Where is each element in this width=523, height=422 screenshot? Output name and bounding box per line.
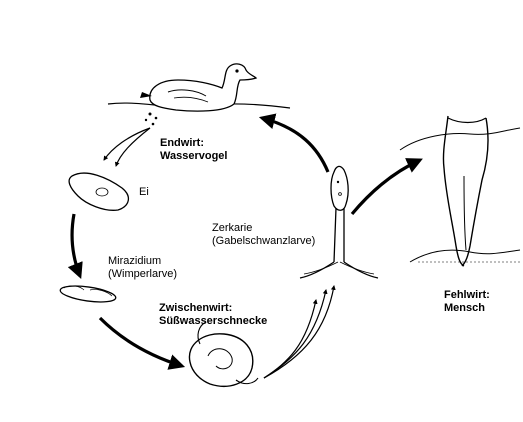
miracidium-larva-icon (59, 285, 117, 303)
arrow-snail-to-cercaria-3 (263, 285, 336, 379)
fehlwirt-host-label: Mensch (444, 302, 485, 314)
zerkarie-sub-label: (Gabelschwanzlarve) (212, 235, 316, 247)
mirazidium-label: Mirazidium (108, 255, 162, 267)
human-legs-icon (399, 115, 521, 267)
endwirt-host-label: Wasservogel (160, 150, 228, 162)
ei-label: Ei (139, 186, 149, 198)
mirazidium-sub-label: (Wimperlarve) (108, 268, 178, 280)
arrow-snail-to-cercaria-2 (263, 289, 328, 379)
arrow-bird-to-egg (103, 127, 151, 161)
arrow-cercaria-to-bird (258, 113, 330, 173)
snail-icon (188, 321, 259, 387)
endwirt-label: Endwirt: (160, 137, 204, 149)
arrow-cercaria-to-human (350, 158, 423, 216)
duck-icon (140, 63, 258, 126)
fehlwirt-label: Fehlwirt: (444, 289, 490, 301)
cercaria-larva-icon (299, 165, 379, 279)
zerkarie-label: Zerkarie (212, 222, 253, 234)
arrow-miracidium-to-snail (98, 316, 186, 370)
zwischenwirt-host-label: Süßwasserschnecke (159, 315, 268, 327)
arrow-snail-to-cercaria (263, 299, 318, 379)
arrow-egg-to-miracidium (67, 213, 83, 279)
arrow-bird-to-egg-2 (114, 127, 151, 167)
zwischenwirt-label: Zwischenwirt: (159, 302, 233, 314)
egg-icon (68, 172, 129, 211)
